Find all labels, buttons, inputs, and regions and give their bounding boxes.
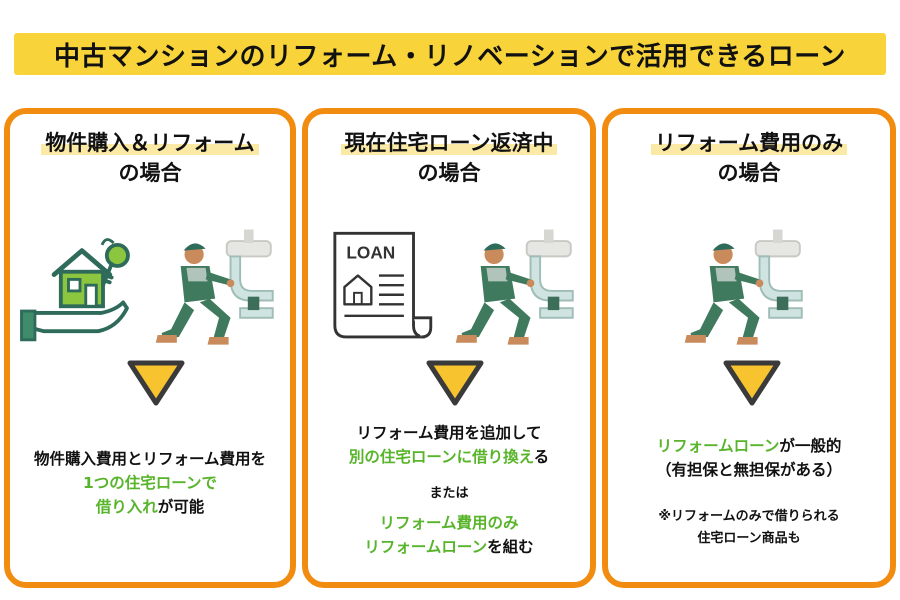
case-panel-purchase-reform: 物件購入＆リフォーム の場合 [4,108,296,588]
desc-line: リフォームローンが一般的 [608,434,890,458]
desc-highlight: 借り入れ [95,498,158,516]
plumber-worker-icon [684,229,803,345]
illustration [684,229,803,345]
case-heading-line2: の場合 [717,161,781,185]
case-description: リフォームローンが一般的 （有担保と無担保がある） [608,434,890,482]
desc-text: が可能 [157,498,205,516]
case-description-alt: リフォーム費用のみ リフォームローンを組む [308,511,590,559]
desc-line: 物件購入費用とリフォーム費用を [33,450,267,468]
desc-highlight: リフォームローン [364,538,488,556]
case-heading-line2: の場合 [417,161,481,185]
desc-line-highlight: リフォーム費用のみ [379,514,519,532]
illustration: LOAN [333,229,574,345]
loan-label: LOAN [346,242,395,262]
case-description: リフォーム費用を追加して 別の住宅ローンに借り換える [308,421,590,469]
case-heading: 物件購入＆リフォーム の場合 [10,128,290,188]
desc-line: リフォームローンを組む [308,535,590,559]
case-heading: 現在住宅ローン返済中 の場合 [308,128,590,188]
case-panel-reform-only: リフォーム費用のみ の場合 リフォームローンが一般的 （有担保と無担保がある） [602,108,896,588]
case-heading-line1: 物件購入＆リフォーム [41,131,259,155]
down-arrow-icon [426,360,484,406]
note-line: 住宅ローン商品も [697,531,801,546]
desc-line: リフォーム費用を追加して [356,424,542,442]
case-heading: リフォーム費用のみ の場合 [608,128,890,188]
or-text: または [429,486,469,501]
loan-document-icon: LOAN [333,231,433,339]
case-panel-repaying-loan: 現在住宅ローン返済中 の場合 LOAN [302,108,596,588]
desc-line: （有担保と無担保がある） [655,461,842,479]
illustration [20,229,274,345]
case-note: ※リフォームのみで借りられる 住宅ローン商品も [608,506,890,550]
desc-highlight: 別の住宅ローンに借り換え [348,448,534,466]
down-arrow-icon [723,360,781,406]
page-title: 中古マンションのリフォーム・リノベーションで活用できるローン [54,41,846,72]
case-heading-line1: 現在住宅ローン返済中 [340,131,558,155]
desc-line: 別の住宅ローンに借り換える [308,445,590,469]
desc-line-highlight: 1つの住宅ローンで [82,474,217,492]
down-arrow-icon [127,360,185,406]
desc-line: 借り入れが可能 [10,495,290,519]
page-title-banner: 中古マンションのリフォーム・リノベーションで活用できるローン [14,33,886,75]
plumber-worker-icon [155,229,274,345]
desc-text: を組む [487,538,534,556]
desc-text: が一般的 [779,437,842,455]
desc-text: る [533,448,550,466]
case-heading-line2: の場合 [118,161,182,185]
desc-highlight: リフォームローン [656,437,780,455]
case-description: 物件購入費用とリフォーム費用を 1つの住宅ローンで 借り入れが可能 [10,447,290,519]
house-key-hand-icon [20,238,130,342]
note-line: ※リフォームのみで借りられる [658,509,840,524]
plumber-worker-icon [455,229,574,345]
case-heading-line1: リフォーム費用のみ [650,131,848,155]
